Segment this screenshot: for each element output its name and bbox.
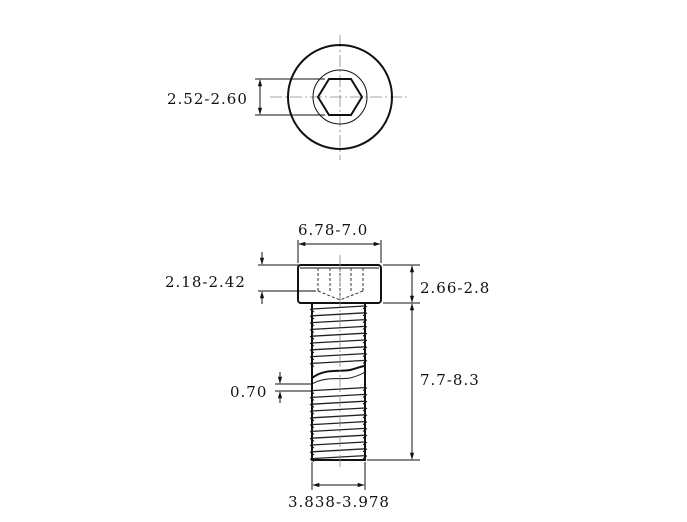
thread-pitch-label: 0.70 (230, 383, 267, 401)
head-outer-circle (287, 44, 393, 150)
top-view: 2.52-2.60 (167, 35, 410, 160)
hidden-socket (317, 268, 364, 301)
head-diameter-label: 6.78-7.0 (298, 221, 368, 239)
socket-depth-label: 2.18-2.42 (165, 273, 246, 291)
screw-head (297, 264, 382, 304)
socket-across-flats-label: 2.52-2.60 (167, 90, 248, 108)
side-view: 6.78-7.0 2.18-2.42 2.66-2.8 7.7-8.3 0.70… (165, 221, 490, 511)
head-height-label: 2.66-2.8 (420, 279, 490, 297)
thread-major-diameter-label: 3.838-3.978 (288, 493, 390, 511)
thread-body (309, 303, 368, 463)
thread-length-label: 7.7-8.3 (420, 371, 480, 389)
socket-counterbore-circle (312, 69, 368, 125)
hex-socket (316, 78, 364, 116)
